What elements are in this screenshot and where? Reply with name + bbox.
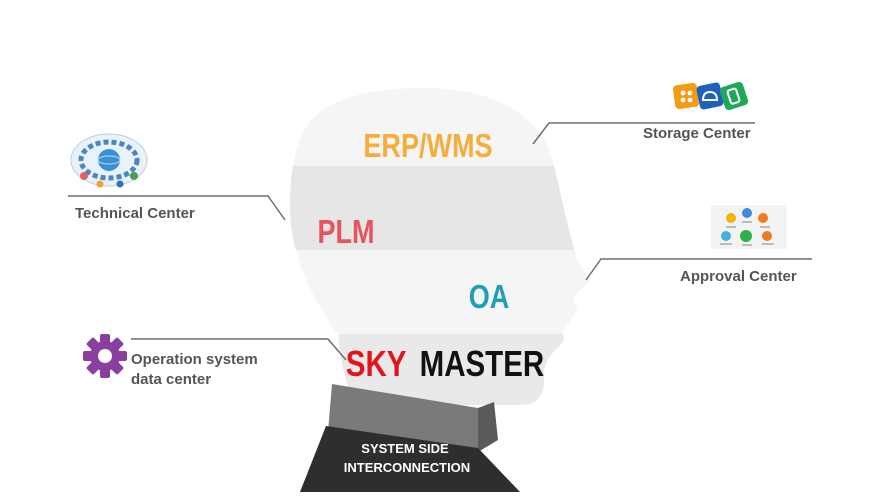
app-grid-icon xyxy=(711,205,787,249)
band-plm xyxy=(290,166,590,250)
brand-sky: SKY xyxy=(346,343,407,383)
brand-master: MASTER xyxy=(420,343,545,383)
approval-leader xyxy=(585,258,812,281)
neck-line2: INTERCONNECTION xyxy=(344,460,470,475)
neck-base xyxy=(300,384,520,492)
operation-leader xyxy=(131,338,347,361)
gear-icon xyxy=(83,334,127,378)
operation-center-label-line2: data center xyxy=(131,371,212,388)
oa-label: OA xyxy=(469,280,510,316)
approval-center-label: Approval Center xyxy=(680,268,797,285)
storage-center-label: Storage Center xyxy=(643,125,751,142)
technical-leader xyxy=(68,195,286,221)
sky-master-brand: SKY MASTER xyxy=(346,343,545,383)
erp-wms-label: ERP/WMS xyxy=(363,129,492,165)
neck-collar-right xyxy=(478,402,498,452)
app-tiles-icon xyxy=(672,81,749,111)
storage-leader xyxy=(532,122,755,145)
band-oa xyxy=(290,250,590,334)
leader-lines xyxy=(68,122,812,361)
neck-body xyxy=(300,426,520,492)
svg-text:SKY MASTER: SKY MASTER xyxy=(346,343,545,383)
globe-cluster-icon xyxy=(70,133,148,188)
neck-line1: SYSTEM SIDE xyxy=(361,441,449,456)
plm-label: PLM xyxy=(317,215,374,251)
operation-center-label-line1: Operation system xyxy=(131,351,258,368)
technical-center-label: Technical Center xyxy=(75,205,195,222)
